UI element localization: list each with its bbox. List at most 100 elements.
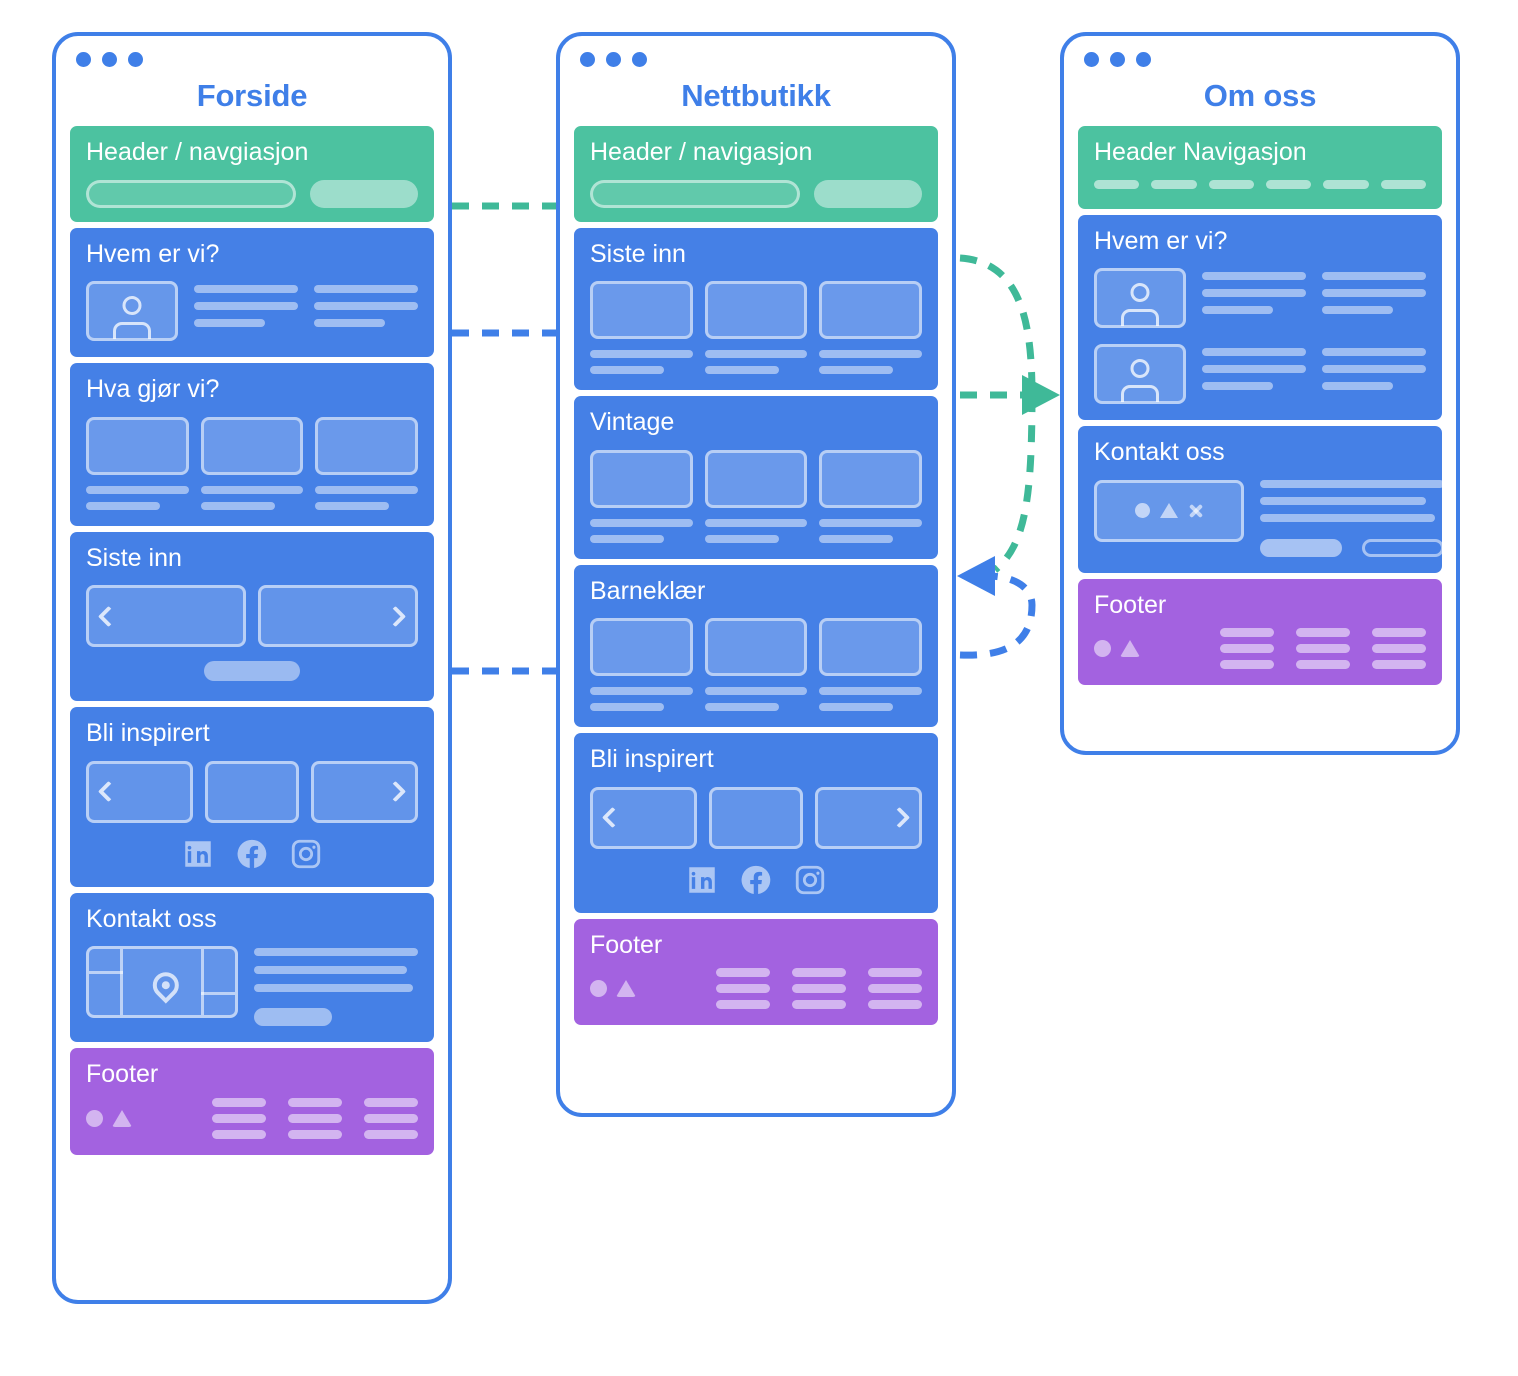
section-header-nav[interactable]: Header / navgiasjon bbox=[70, 126, 434, 222]
section-header-nav[interactable]: Header Navigasjon bbox=[1078, 126, 1442, 209]
grid-cell[interactable] bbox=[704, 449, 808, 543]
page-title: Om oss bbox=[1203, 78, 1317, 113]
facebook-icon[interactable] bbox=[739, 863, 773, 897]
grid-cell[interactable] bbox=[819, 449, 923, 543]
nav-link-placeholder[interactable] bbox=[1380, 179, 1426, 189]
footer-link-column[interactable] bbox=[1372, 628, 1426, 669]
card-om-oss[interactable]: Om oss Header Navigasjon Hvem er vi? bbox=[1060, 32, 1460, 755]
section-label: Footer bbox=[86, 1060, 159, 1088]
nav-link-placeholder[interactable] bbox=[1323, 179, 1369, 189]
section-kontakt-oss[interactable]: Kontakt oss bbox=[1078, 426, 1444, 573]
section-vintage[interactable]: Vintage bbox=[574, 396, 938, 559]
instagram-icon[interactable] bbox=[289, 837, 323, 871]
nav-link-placeholder[interactable] bbox=[1208, 179, 1254, 189]
person-avatar-icon bbox=[1094, 344, 1186, 404]
search-input[interactable] bbox=[590, 179, 800, 208]
thumbnail-placeholder bbox=[315, 416, 419, 475]
section-label: Bli inspirert bbox=[86, 719, 210, 747]
section-bli-inspirert[interactable]: Bli inspirert bbox=[574, 733, 938, 913]
nav-controls bbox=[86, 179, 418, 208]
carousel bbox=[590, 786, 923, 849]
section-bli-inspirert[interactable]: Bli inspirert bbox=[70, 707, 434, 887]
shape-badge-box[interactable] bbox=[1094, 479, 1244, 542]
section-footer[interactable]: Footer bbox=[1078, 578, 1442, 685]
section-label: Hvem er vi? bbox=[1094, 226, 1228, 255]
section-label: Footer bbox=[1094, 590, 1167, 619]
section-siste-inn[interactable]: Siste inn bbox=[574, 227, 938, 390]
footer-link-columns bbox=[212, 1097, 418, 1139]
footer-link-column[interactable] bbox=[792, 968, 846, 1009]
footer-link-column[interactable] bbox=[288, 1097, 342, 1139]
carousel-prev-slot[interactable] bbox=[86, 585, 246, 647]
grid-cell[interactable] bbox=[590, 449, 693, 543]
thumbnail-placeholder bbox=[819, 618, 923, 676]
map-location-icon[interactable] bbox=[86, 946, 238, 1018]
instagram-icon[interactable] bbox=[793, 863, 827, 897]
section-label: Kontakt oss bbox=[1094, 438, 1225, 466]
carousel-next-slot[interactable] bbox=[311, 760, 419, 823]
carousel-next-slot[interactable] bbox=[815, 786, 923, 849]
carousel-next-slot[interactable] bbox=[258, 585, 418, 647]
grid-cell[interactable] bbox=[590, 281, 693, 374]
grid-cell[interactable] bbox=[590, 618, 693, 711]
footer-link-column[interactable] bbox=[1296, 628, 1350, 669]
footer-logo bbox=[590, 980, 636, 997]
thumbnail-grid bbox=[86, 416, 419, 510]
linkedin-icon[interactable] bbox=[685, 863, 719, 897]
section-footer[interactable]: Footer bbox=[70, 1048, 434, 1155]
carousel-prev-slot[interactable] bbox=[86, 760, 193, 823]
footer-logo bbox=[86, 1109, 132, 1127]
connector-nettbutikk-header-to-om-oss-hvem bbox=[959, 254, 1036, 396]
footer-row bbox=[86, 1097, 418, 1139]
grid-cell[interactable] bbox=[704, 618, 808, 711]
grid-cell[interactable] bbox=[704, 281, 808, 374]
section-footer[interactable]: Footer bbox=[574, 918, 938, 1025]
footer-link-column[interactable] bbox=[1220, 628, 1274, 669]
grid-cell[interactable] bbox=[819, 281, 923, 374]
triangle-shape-icon bbox=[1120, 640, 1140, 657]
section-hvem-er-vi[interactable]: Hvem er vi? bbox=[70, 227, 434, 357]
circle-shape-icon bbox=[86, 1109, 103, 1127]
chevron-right-icon bbox=[384, 780, 407, 803]
nav-button[interactable] bbox=[814, 179, 922, 208]
footer-link-column[interactable] bbox=[212, 1097, 266, 1139]
section-hva-gjor-vi[interactable]: Hva gjør vi? bbox=[70, 363, 434, 526]
nav-link-placeholder[interactable] bbox=[1265, 179, 1312, 189]
facebook-icon[interactable] bbox=[235, 837, 269, 871]
contact-form bbox=[1094, 479, 1444, 557]
linkedin-icon[interactable] bbox=[181, 837, 215, 871]
window-titlebar bbox=[560, 36, 952, 82]
section-hvem-er-vi[interactable]: Hvem er vi? bbox=[1078, 214, 1442, 420]
person-avatar-icon bbox=[86, 281, 178, 341]
card-forside[interactable]: Forside Header / navgiasjon Hvem er vi? … bbox=[52, 32, 452, 1304]
chevron-left-icon bbox=[97, 605, 120, 627]
footer-link-column[interactable] bbox=[364, 1097, 418, 1139]
grid-cell[interactable] bbox=[819, 618, 923, 711]
section-kontakt-oss[interactable]: Kontakt oss bbox=[70, 892, 434, 1042]
footer-link-column[interactable] bbox=[868, 968, 922, 1009]
window-titlebar bbox=[1064, 36, 1456, 82]
text-placeholder-column bbox=[1322, 268, 1426, 314]
search-input[interactable] bbox=[86, 179, 296, 208]
secondary-button[interactable] bbox=[1362, 538, 1444, 557]
triangle-shape-icon bbox=[112, 1109, 132, 1127]
section-siste-inn[interactable]: Siste inn bbox=[70, 531, 434, 701]
card-nettbutikk[interactable]: Nettbutikk Header / navigasjon Siste inn… bbox=[556, 32, 956, 1117]
contact-button[interactable] bbox=[254, 1008, 332, 1026]
carousel-indicator[interactable] bbox=[204, 661, 300, 681]
nav-link-placeholder[interactable] bbox=[1094, 179, 1140, 189]
carousel-center-slot[interactable] bbox=[204, 760, 300, 823]
carousel-center-slot[interactable] bbox=[708, 786, 804, 849]
grid-cell[interactable] bbox=[86, 416, 189, 510]
nav-link-placeholder[interactable] bbox=[1151, 179, 1197, 189]
nav-button[interactable] bbox=[310, 179, 418, 208]
section-barneklaer[interactable]: Barneklær bbox=[574, 564, 938, 727]
grid-cell[interactable] bbox=[315, 416, 419, 510]
grid-cell[interactable] bbox=[200, 416, 304, 510]
window-dot-icon bbox=[1084, 51, 1099, 67]
footer-link-column[interactable] bbox=[716, 968, 770, 1009]
carousel-prev-slot[interactable] bbox=[590, 786, 697, 849]
section-header-nav[interactable]: Header / navigasjon bbox=[574, 126, 938, 222]
nav-controls bbox=[590, 179, 922, 208]
primary-button[interactable] bbox=[1260, 538, 1342, 557]
